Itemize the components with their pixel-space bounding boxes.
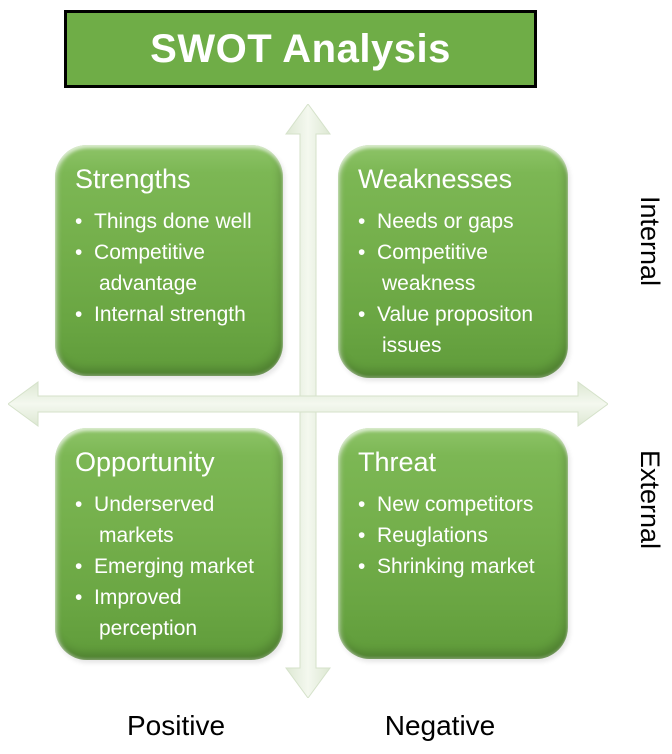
list-item: Competitive weakness xyxy=(358,237,560,299)
quadrant-weaknesses-title: Weaknesses xyxy=(358,164,513,194)
page-title: SWOT Analysis xyxy=(150,26,451,71)
quadrant-opportunity-list: Underserved markets Emerging market Impr… xyxy=(73,489,275,644)
list-item: Value propositon issues xyxy=(358,299,560,361)
quadrant-threat-list: New competitors Reuglations Shrinking ma… xyxy=(356,489,560,582)
list-item: Needs or gaps xyxy=(358,206,560,237)
quadrant-strengths-title: Strengths xyxy=(75,164,191,194)
axis-label-internal: Internal xyxy=(635,196,665,287)
title-banner: SWOT Analysis xyxy=(64,10,537,88)
quadrant-weaknesses: Weaknesses Needs or gaps Competitive wea… xyxy=(338,145,568,378)
quadrant-threat: Threat New competitors Reuglations Shrin… xyxy=(338,428,568,659)
list-item: Underserved markets xyxy=(75,489,275,551)
quadrant-strengths-list: Things done well Competitive advantage I… xyxy=(73,206,275,330)
list-item: Internal strength xyxy=(75,299,275,330)
quadrant-opportunity: Opportunity Underserved markets Emerging… xyxy=(55,428,283,660)
horizontal-axis-arrow-icon xyxy=(8,381,608,427)
quadrant-opportunity-title: Opportunity xyxy=(75,447,215,477)
list-item: Improved perception xyxy=(75,582,275,644)
quadrant-strengths: Strengths Things done well Competitive a… xyxy=(55,145,283,376)
list-item: New competitors xyxy=(358,489,560,520)
list-item: Things done well xyxy=(75,206,275,237)
list-item: Emerging market xyxy=(75,551,275,582)
list-item: Competitive advantage xyxy=(75,237,275,299)
quadrant-threat-title: Threat xyxy=(358,447,437,477)
axis-label-external: External xyxy=(635,450,665,550)
axis-label-positive: Positive xyxy=(126,710,226,741)
quadrant-weaknesses-list: Needs or gaps Competitive weakness Value… xyxy=(356,206,560,361)
list-item: Reuglations xyxy=(358,520,560,551)
list-item: Shrinking market xyxy=(358,551,560,582)
axis-label-negative: Negative xyxy=(384,710,496,741)
